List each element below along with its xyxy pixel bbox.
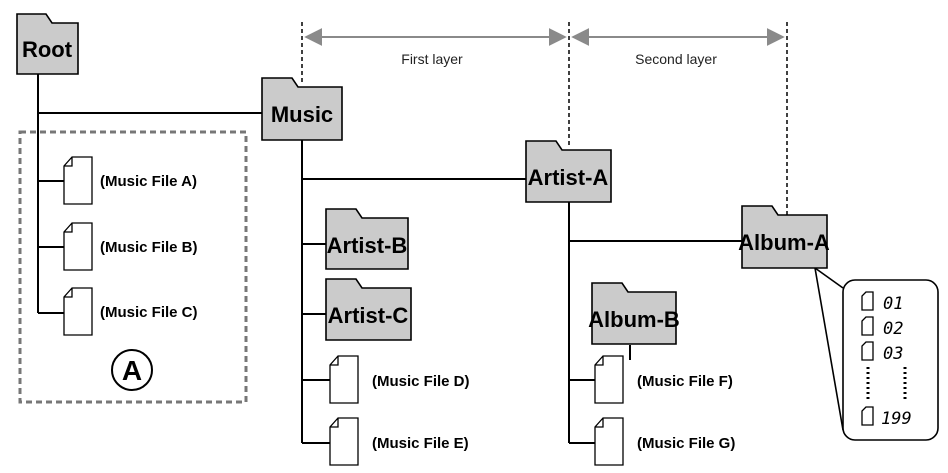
file-music-f-label: (Music File F) — [637, 373, 733, 390]
track-number-3: 03 — [883, 344, 903, 364]
file-icon — [329, 355, 359, 404]
root-files-group-box — [18, 130, 248, 404]
folder-root[interactable]: Root — [16, 13, 79, 75]
callout-pointer-top — [814, 267, 844, 289]
folder-icon — [325, 278, 412, 341]
tree-connectors — [37, 74, 742, 444]
file-icon — [594, 355, 624, 404]
track-file-icon — [861, 316, 874, 336]
file-music-b-label: (Music File B) — [100, 239, 198, 256]
file-music-a-label: (Music File A) — [100, 173, 197, 190]
folder-icon — [525, 140, 612, 203]
file-icon — [63, 156, 93, 205]
file-music-d-label: (Music File D) — [372, 373, 470, 390]
file-music-g[interactable]: (Music File G) — [594, 417, 735, 466]
track-file-icon — [861, 291, 874, 311]
file-music-e[interactable]: (Music File E) — [329, 417, 469, 466]
file-music-c[interactable]: (Music File C) — [63, 287, 198, 336]
track-number-last: 199 — [881, 409, 912, 429]
file-music-c-label: (Music File C) — [100, 304, 198, 321]
callout-pointer-bottom — [814, 267, 844, 431]
first-layer-label: First layer — [401, 51, 463, 67]
folder-artist-a[interactable]: Artist-A — [525, 140, 612, 203]
album-a-track-callout: 01 02 03 199 — [814, 267, 939, 441]
folder-artist-c[interactable]: Artist-C — [325, 278, 412, 341]
folder-album-a-label: Album-A — [738, 230, 830, 255]
file-icon — [63, 222, 93, 271]
file-music-e-label: (Music File E) — [372, 435, 469, 452]
folder-artist-a-label: Artist-A — [528, 165, 609, 190]
file-music-d[interactable]: (Music File D) — [329, 355, 470, 404]
folder-icon — [591, 282, 677, 345]
file-icon — [594, 417, 624, 466]
file-music-b[interactable]: (Music File B) — [63, 222, 198, 271]
track-file-icon — [861, 406, 874, 426]
track-number-2: 02 — [883, 319, 903, 339]
folder-icon — [16, 13, 79, 75]
folder-music-label: Music — [271, 102, 333, 127]
folder-icon — [325, 208, 409, 270]
group-marker: A — [111, 349, 153, 391]
folder-artist-b-label: Artist-B — [327, 233, 408, 258]
file-music-f[interactable]: (Music File F) — [594, 355, 733, 404]
file-music-a[interactable]: (Music File A) — [63, 156, 197, 205]
group-marker-label: A — [122, 355, 142, 386]
folder-icon — [261, 77, 343, 141]
folder-album-a[interactable]: Album-A — [738, 205, 830, 269]
folder-album-b-label: Album-B — [588, 307, 680, 332]
file-icon — [329, 417, 359, 466]
layer-guides: First layer Second layer — [301, 22, 788, 255]
folder-music[interactable]: Music — [261, 77, 343, 141]
group-marker-circle — [111, 349, 153, 391]
file-icon — [63, 287, 93, 336]
second-layer-label: Second layer — [635, 51, 717, 67]
folder-root-label: Root — [22, 37, 73, 62]
file-music-g-label: (Music File G) — [637, 435, 735, 452]
track-number-1: 01 — [883, 294, 903, 314]
track-file-icon — [861, 341, 874, 361]
folder-icon — [741, 205, 828, 269]
folder-artist-c-label: Artist-C — [328, 303, 409, 328]
folder-artist-b[interactable]: Artist-B — [325, 208, 409, 270]
folder-album-b[interactable]: Album-B — [588, 282, 680, 345]
